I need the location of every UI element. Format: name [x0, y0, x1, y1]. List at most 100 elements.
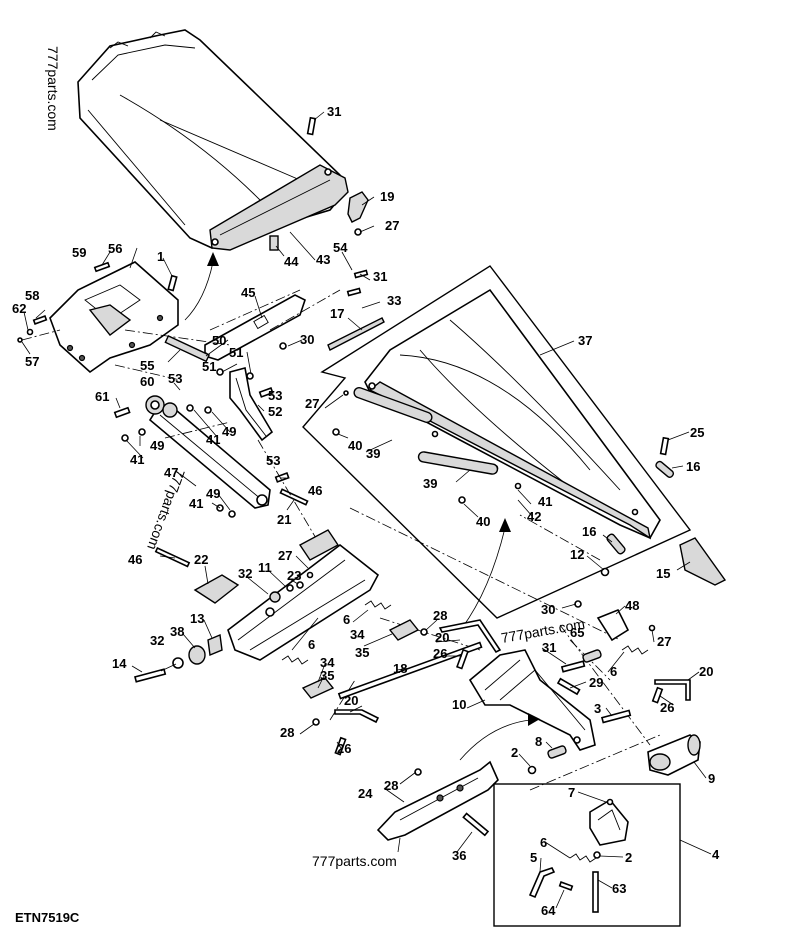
callout-4: 4 [712, 847, 720, 862]
part-6-spring-d [569, 853, 597, 863]
callout-10: 10 [452, 697, 466, 712]
part-36-pin [462, 812, 490, 837]
callout-39: 39 [366, 446, 380, 461]
part-26-pin-c [651, 686, 664, 704]
callout-26: 26 [433, 646, 447, 661]
figure-code: ETN7519C [15, 910, 80, 925]
callout-14: 14 [112, 656, 127, 671]
part-52-bracket [229, 367, 274, 442]
callout-26: 26 [337, 741, 351, 756]
callout-27: 27 [305, 396, 319, 411]
detail-box-4 [493, 783, 681, 927]
part-41-washer-b [204, 406, 212, 414]
part-56-bracket [49, 261, 179, 374]
part-49-nut-c [228, 510, 236, 518]
part-23-nut [296, 581, 304, 589]
callout-22: 22 [194, 552, 208, 567]
part-28-nut-c [414, 768, 422, 776]
callout-53: 53 [268, 388, 282, 403]
part-58-pin [32, 315, 48, 325]
part-53-bolt-a [258, 387, 274, 398]
callout-28: 28 [433, 608, 447, 623]
callout-6: 6 [610, 664, 617, 679]
part-19-clip [347, 191, 369, 223]
part-54-pin [346, 287, 362, 297]
part-6-spring-b [281, 655, 309, 665]
callout-35: 35 [320, 668, 334, 683]
part-57-washer [17, 337, 23, 343]
callout-7: 7 [568, 785, 575, 800]
part-51-bushing-b [246, 372, 254, 380]
part-11-nut [286, 584, 294, 592]
part-20-rod-c [654, 679, 691, 701]
callout-30: 30 [300, 332, 314, 347]
part-30-bolt-head [279, 342, 287, 350]
callout-62: 62 [12, 301, 26, 316]
part-5-rod [528, 867, 556, 899]
callout-3: 3 [594, 701, 601, 716]
callout-41: 41 [206, 432, 220, 447]
assembly-arrow-1 [184, 261, 214, 321]
part-10-handle-bracket [468, 649, 596, 751]
callout-25: 25 [690, 425, 704, 440]
part-31-pin [353, 269, 369, 279]
callout-36: 36 [452, 848, 466, 863]
part-40-nut-b [458, 496, 466, 504]
callout-20: 20 [344, 693, 358, 708]
callout-53: 53 [266, 453, 280, 468]
callout-6: 6 [308, 637, 315, 652]
callout-37: 37 [578, 333, 592, 348]
part-38-spacer [188, 645, 206, 665]
callout-60: 60 [140, 374, 154, 389]
part-48-bracket [596, 608, 630, 642]
part-22-lower-bracket [193, 529, 380, 661]
callout-49: 49 [222, 424, 236, 439]
callout-13: 13 [190, 611, 204, 626]
part-26-pin-b [334, 736, 347, 756]
callout-6: 6 [540, 835, 547, 850]
callout-28: 28 [280, 725, 294, 740]
part-45-plate [204, 294, 306, 361]
part-65-spacer [582, 649, 602, 663]
part-37-bag-panel [302, 265, 692, 619]
part-28-nut-b [312, 718, 320, 726]
callout-33: 33 [387, 293, 401, 308]
callout-2: 2 [625, 850, 632, 865]
callout-35: 35 [355, 645, 369, 660]
callout-18: 18 [393, 661, 407, 676]
part-32-washer-b [172, 657, 184, 669]
callout-16: 16 [582, 524, 596, 539]
part-8-spacer [547, 745, 567, 759]
callout-48: 48 [625, 598, 639, 613]
part-16-spacer-b [606, 533, 626, 555]
part-17-strip [327, 317, 385, 351]
callout-52: 52 [268, 404, 282, 419]
callout-8: 8 [535, 734, 542, 749]
callout-32: 32 [150, 633, 164, 648]
callout-42: 42 [527, 509, 541, 524]
callout-41: 41 [130, 452, 144, 467]
part-26-pin-a [456, 648, 469, 670]
part-2-nut-lower [593, 851, 601, 859]
callout-47: 47 [164, 465, 178, 480]
callout-2: 2 [511, 745, 518, 760]
callout-34: 34 [350, 627, 365, 642]
callout-59: 59 [72, 245, 86, 260]
part-53-bolt-b [274, 472, 290, 483]
callout-51: 51 [229, 345, 243, 360]
part-59-pin [93, 261, 111, 273]
callout-44: 44 [284, 254, 299, 269]
callout-31: 31 [373, 269, 387, 284]
part-46-rod-b [154, 546, 191, 568]
callout-17: 17 [330, 306, 344, 321]
callout-30: 30 [541, 602, 555, 617]
part-47-arm [145, 395, 271, 509]
callout-24: 24 [358, 786, 373, 801]
assembly-arrow-3 [459, 719, 531, 761]
callout-32: 32 [238, 566, 252, 581]
callout-23: 23 [287, 568, 301, 583]
leader-lines [21, 111, 712, 909]
callout-58: 58 [25, 288, 39, 303]
callout-64: 64 [541, 903, 556, 918]
